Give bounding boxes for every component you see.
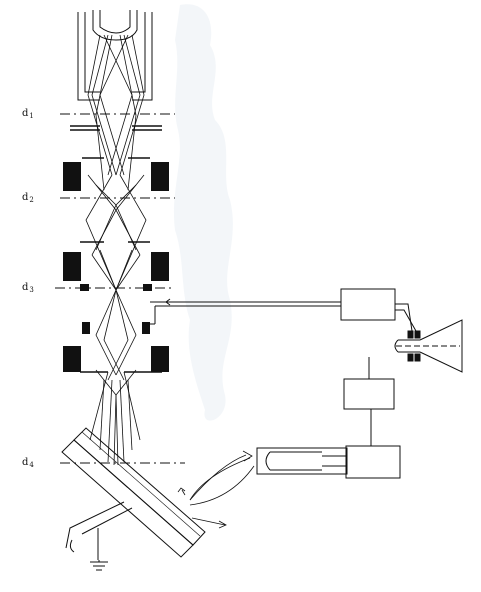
label-d2: d2 bbox=[22, 192, 34, 204]
secondary-electron-paths bbox=[177, 450, 255, 529]
detector bbox=[256, 447, 348, 475]
amplifier-box bbox=[345, 445, 401, 479]
plane-lines bbox=[55, 113, 185, 464]
scan-coil-wiring bbox=[150, 298, 341, 325]
label-d1: d1 bbox=[22, 108, 34, 120]
specimen-stage bbox=[61, 427, 206, 560]
crt-display bbox=[394, 303, 463, 373]
signal-electronics bbox=[340, 288, 401, 479]
apertures bbox=[70, 125, 162, 373]
label-d3: d3 bbox=[22, 282, 34, 294]
background-smudge bbox=[173, 4, 233, 421]
electron-rays bbox=[85, 34, 147, 466]
scan-generator-box bbox=[340, 288, 396, 321]
magnetic-lenses bbox=[63, 162, 169, 372]
processor-box bbox=[343, 378, 395, 410]
label-d4: d4 bbox=[22, 457, 34, 469]
ground-icon bbox=[90, 560, 108, 571]
electron-gun bbox=[77, 10, 153, 101]
